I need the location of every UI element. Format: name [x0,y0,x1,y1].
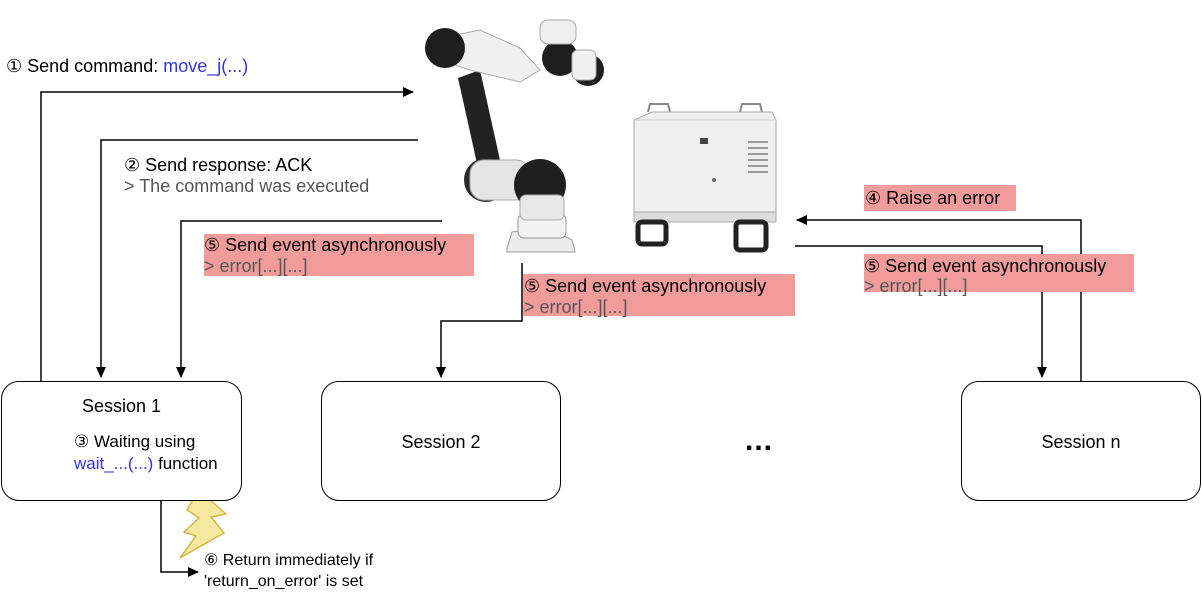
ack-arrow [96,139,418,378]
event-left-line1: ⑤ Send event asynchronously [204,235,447,255]
controller-cabinet-icon [633,103,777,253]
event-right-highlight [864,254,1134,292]
ellipsis: ... [745,424,774,457]
event-arrow-session1 [176,220,442,378]
step1-text: ① Send command: [6,56,164,76]
event-right-line2: > error[...][...] [864,276,968,296]
return-arrow [160,490,199,577]
error-arrow [796,215,1082,381]
event-arrow-session-n [795,245,1047,378]
session-2-title: Session 2 [401,432,481,452]
move-j-code: move_j(...) [163,56,249,76]
step2-line2: > The command was executed [124,176,370,196]
step4-highlight [864,185,1016,211]
event-arrow-session2 [436,263,523,378]
event-left-line2: > error[...][...] [204,256,308,276]
step2-line1: ② Send response: ACK [124,155,313,175]
step3-line1: ③ Waiting using [74,432,196,451]
event-middle-highlight [523,274,795,316]
event-right-line1: ⑤ Send event asynchronously [864,256,1107,276]
robot-arm-icon [425,19,604,253]
event-middle-line1: ⑤ Send event asynchronously [524,276,767,296]
command-arrow [40,87,414,381]
session-1-title: Session 1 [81,396,162,416]
step6-line2: 'return_on_error' is set [204,573,364,590]
step3-line2: wait_...(...) function [74,454,218,474]
step4-label: ④ Raise an error [865,188,1001,208]
session-n-box[interactable]: Session n [961,381,1201,501]
step6-line1: ⑥ Return immediately if [204,552,374,569]
wait-code: wait_...(...) [74,454,154,473]
session-2-box[interactable]: Session 2 [321,381,561,501]
step1-label: ① Send command: move_j(...) [6,56,248,76]
step3-suffix: function [153,454,218,473]
session-1-box[interactable]: Session 1 [1,381,242,501]
event-middle-line2: > error[...][...] [524,297,628,317]
event-left-highlight [204,234,474,276]
session-n-title: Session n [1041,432,1121,452]
